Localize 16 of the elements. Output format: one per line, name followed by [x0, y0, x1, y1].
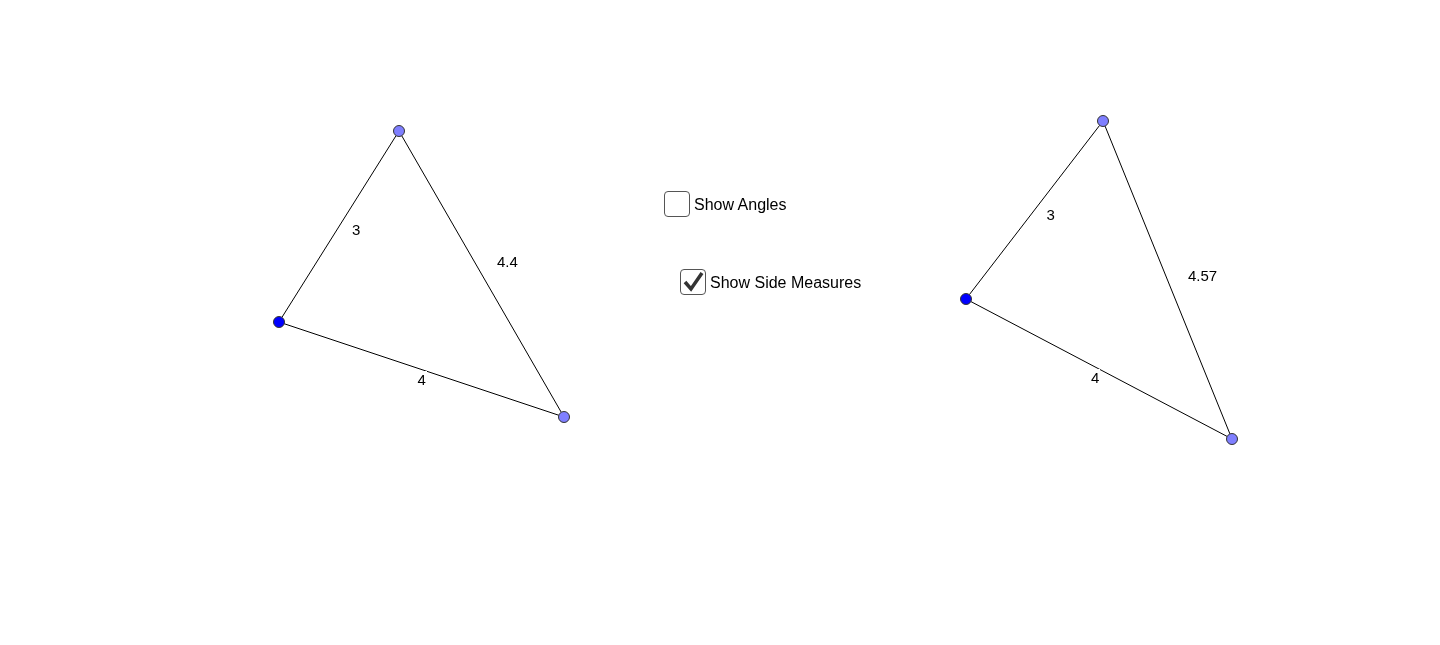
triangle-side	[970, 301, 1228, 437]
point-marker	[960, 293, 972, 305]
checkbox-label: Show Angles	[694, 195, 787, 215]
triangle-side	[968, 124, 1101, 296]
point-marker	[273, 316, 285, 328]
point-marker	[1226, 433, 1238, 445]
point-marker	[558, 411, 570, 423]
triangle-side	[401, 135, 562, 413]
point-marker	[393, 125, 405, 137]
triangle-side	[1104, 125, 1231, 435]
checkbox-label: Show Side Measures	[710, 273, 862, 293]
side-length-label: 4	[1090, 368, 1101, 386]
triangle-side	[281, 135, 397, 318]
point-marker	[1097, 115, 1109, 127]
triangle-side	[283, 323, 560, 416]
side-length-label: 4	[416, 371, 427, 388]
